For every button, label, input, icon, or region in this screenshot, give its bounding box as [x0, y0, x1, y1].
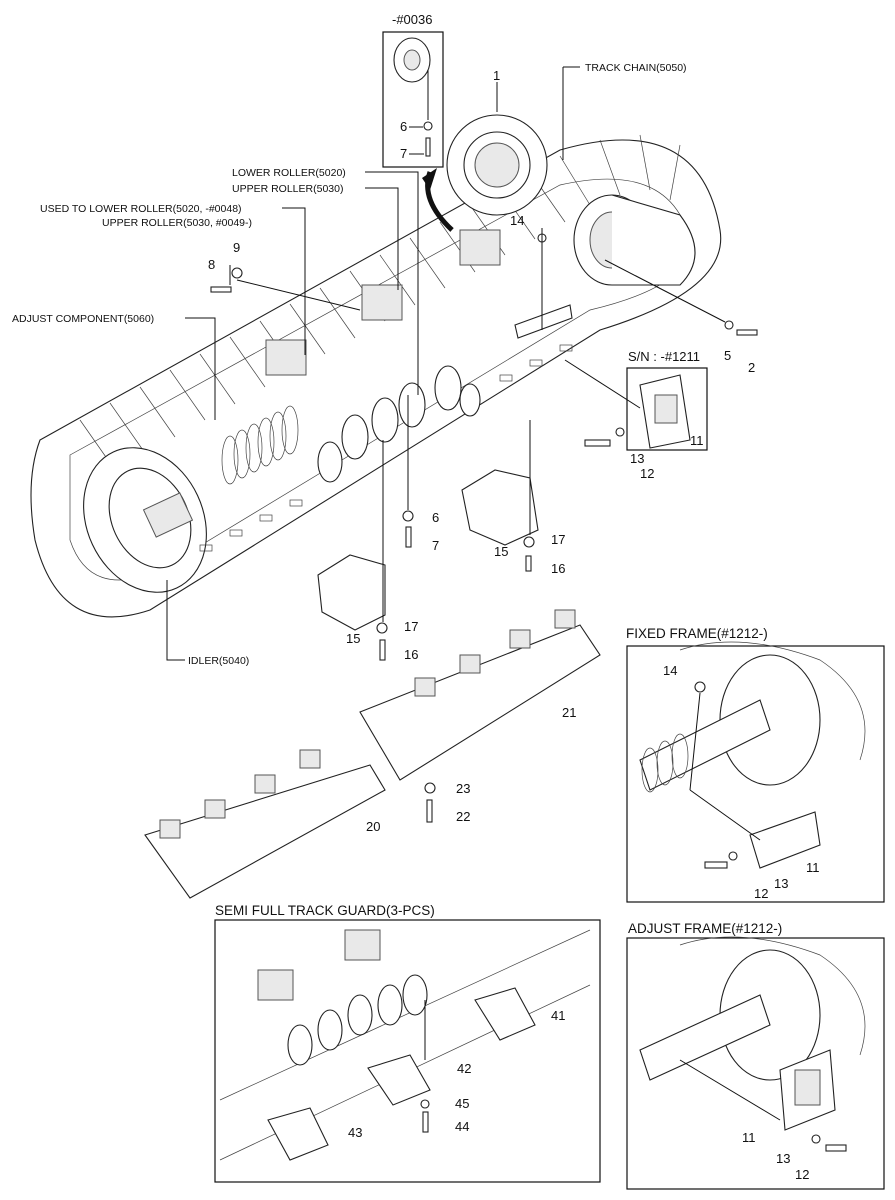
callout-8: 8 — [208, 257, 215, 272]
ff-callout-11: 11 — [806, 860, 820, 875]
callout-20: 20 — [366, 819, 380, 834]
adjust-frame-panel: ADJUST FRAME(#1212-) 11 13 12 — [626, 921, 885, 1190]
callout-6-inset: 6 — [400, 119, 407, 134]
fixed-frame-title: FIXED FRAME(#1212-) — [626, 626, 768, 641]
callout-17-left: 17 — [404, 619, 418, 634]
track-assembly-illustration — [30, 114, 722, 618]
ff-callout-12: 12 — [754, 886, 768, 901]
callout-16-right: 16 — [551, 561, 565, 576]
callout-7: 7 — [432, 538, 439, 553]
callout-9: 9 — [233, 240, 240, 255]
label-adjust-component: ADJUST COMPONENT(5060) — [12, 313, 154, 325]
leader-lines — [166, 66, 726, 661]
sn-label: S/N : -#1211 — [628, 349, 700, 364]
adjust-frame-title: ADJUST FRAME(#1212-) — [628, 921, 782, 936]
fasteners — [210, 233, 758, 823]
callout-14: 14 — [510, 213, 524, 228]
callout-7-inset: 7 — [400, 146, 407, 161]
label-upper-roller: UPPER ROLLER(5030) — [232, 183, 343, 195]
callout-22: 22 — [456, 809, 470, 824]
track-guard-15 — [317, 469, 539, 631]
fixed-frame-panel: FIXED FRAME(#1212-) 14 11 13 12 — [626, 626, 885, 903]
callout-41: 41 — [551, 1008, 565, 1023]
callout-12: 12 — [640, 466, 654, 481]
callout-11: 11 — [690, 433, 704, 448]
callout-17-right: 17 — [551, 532, 565, 547]
callout-21: 21 — [562, 705, 576, 720]
callout-15-left: 15 — [346, 631, 360, 646]
semi-full-track-guard-panel: SEMI FULL TRACK GUARD(3-PCS) 41 42 45 44… — [214, 903, 601, 1183]
callout-43: 43 — [348, 1125, 362, 1140]
callout-6: 6 — [432, 510, 439, 525]
track-guard-20-21 — [144, 609, 601, 899]
callout-5: 5 — [724, 348, 731, 363]
af-callout-13: 13 — [776, 1151, 790, 1166]
label-lower-roller: LOWER ROLLER(5020) — [232, 167, 346, 179]
label-used-to-line2: UPPER ROLLER(5030, #0049-) — [102, 217, 252, 229]
label-idler: IDLER(5040) — [188, 655, 249, 667]
label-used-to-line1: USED TO LOWER ROLLER(5020, -#0048) — [40, 203, 242, 215]
inset-box-serial: -#0036 6 7 — [382, 12, 444, 168]
callout-16-left: 16 — [404, 647, 418, 662]
inset-box-sn: S/N : -#1211 — [564, 349, 708, 451]
af-callout-11: 11 — [742, 1130, 756, 1145]
label-track-chain: TRACK CHAIN(5050) — [585, 62, 687, 74]
ff-callout-13: 13 — [774, 876, 788, 891]
callout-2: 2 — [748, 360, 755, 375]
callout-23: 23 — [456, 781, 470, 796]
callout-42: 42 — [457, 1061, 471, 1076]
callout-numbers: 1 2 5 8 9 14 11 13 12 6 7 15 17 16 15 17… — [208, 68, 755, 834]
callout-13: 13 — [630, 451, 644, 466]
ff-callout-14: 14 — [663, 663, 677, 678]
callout-1: 1 — [493, 68, 500, 83]
callout-45: 45 — [455, 1096, 469, 1111]
callout-44: 44 — [455, 1119, 469, 1134]
af-callout-12: 12 — [795, 1167, 809, 1182]
inset-serial-label: -#0036 — [392, 12, 432, 27]
semi-full-title: SEMI FULL TRACK GUARD(3-PCS) — [215, 903, 435, 918]
callout-15-right: 15 — [494, 544, 508, 559]
part-labels: TRACK CHAIN(5050) LOWER ROLLER(5020) UPP… — [12, 62, 687, 667]
